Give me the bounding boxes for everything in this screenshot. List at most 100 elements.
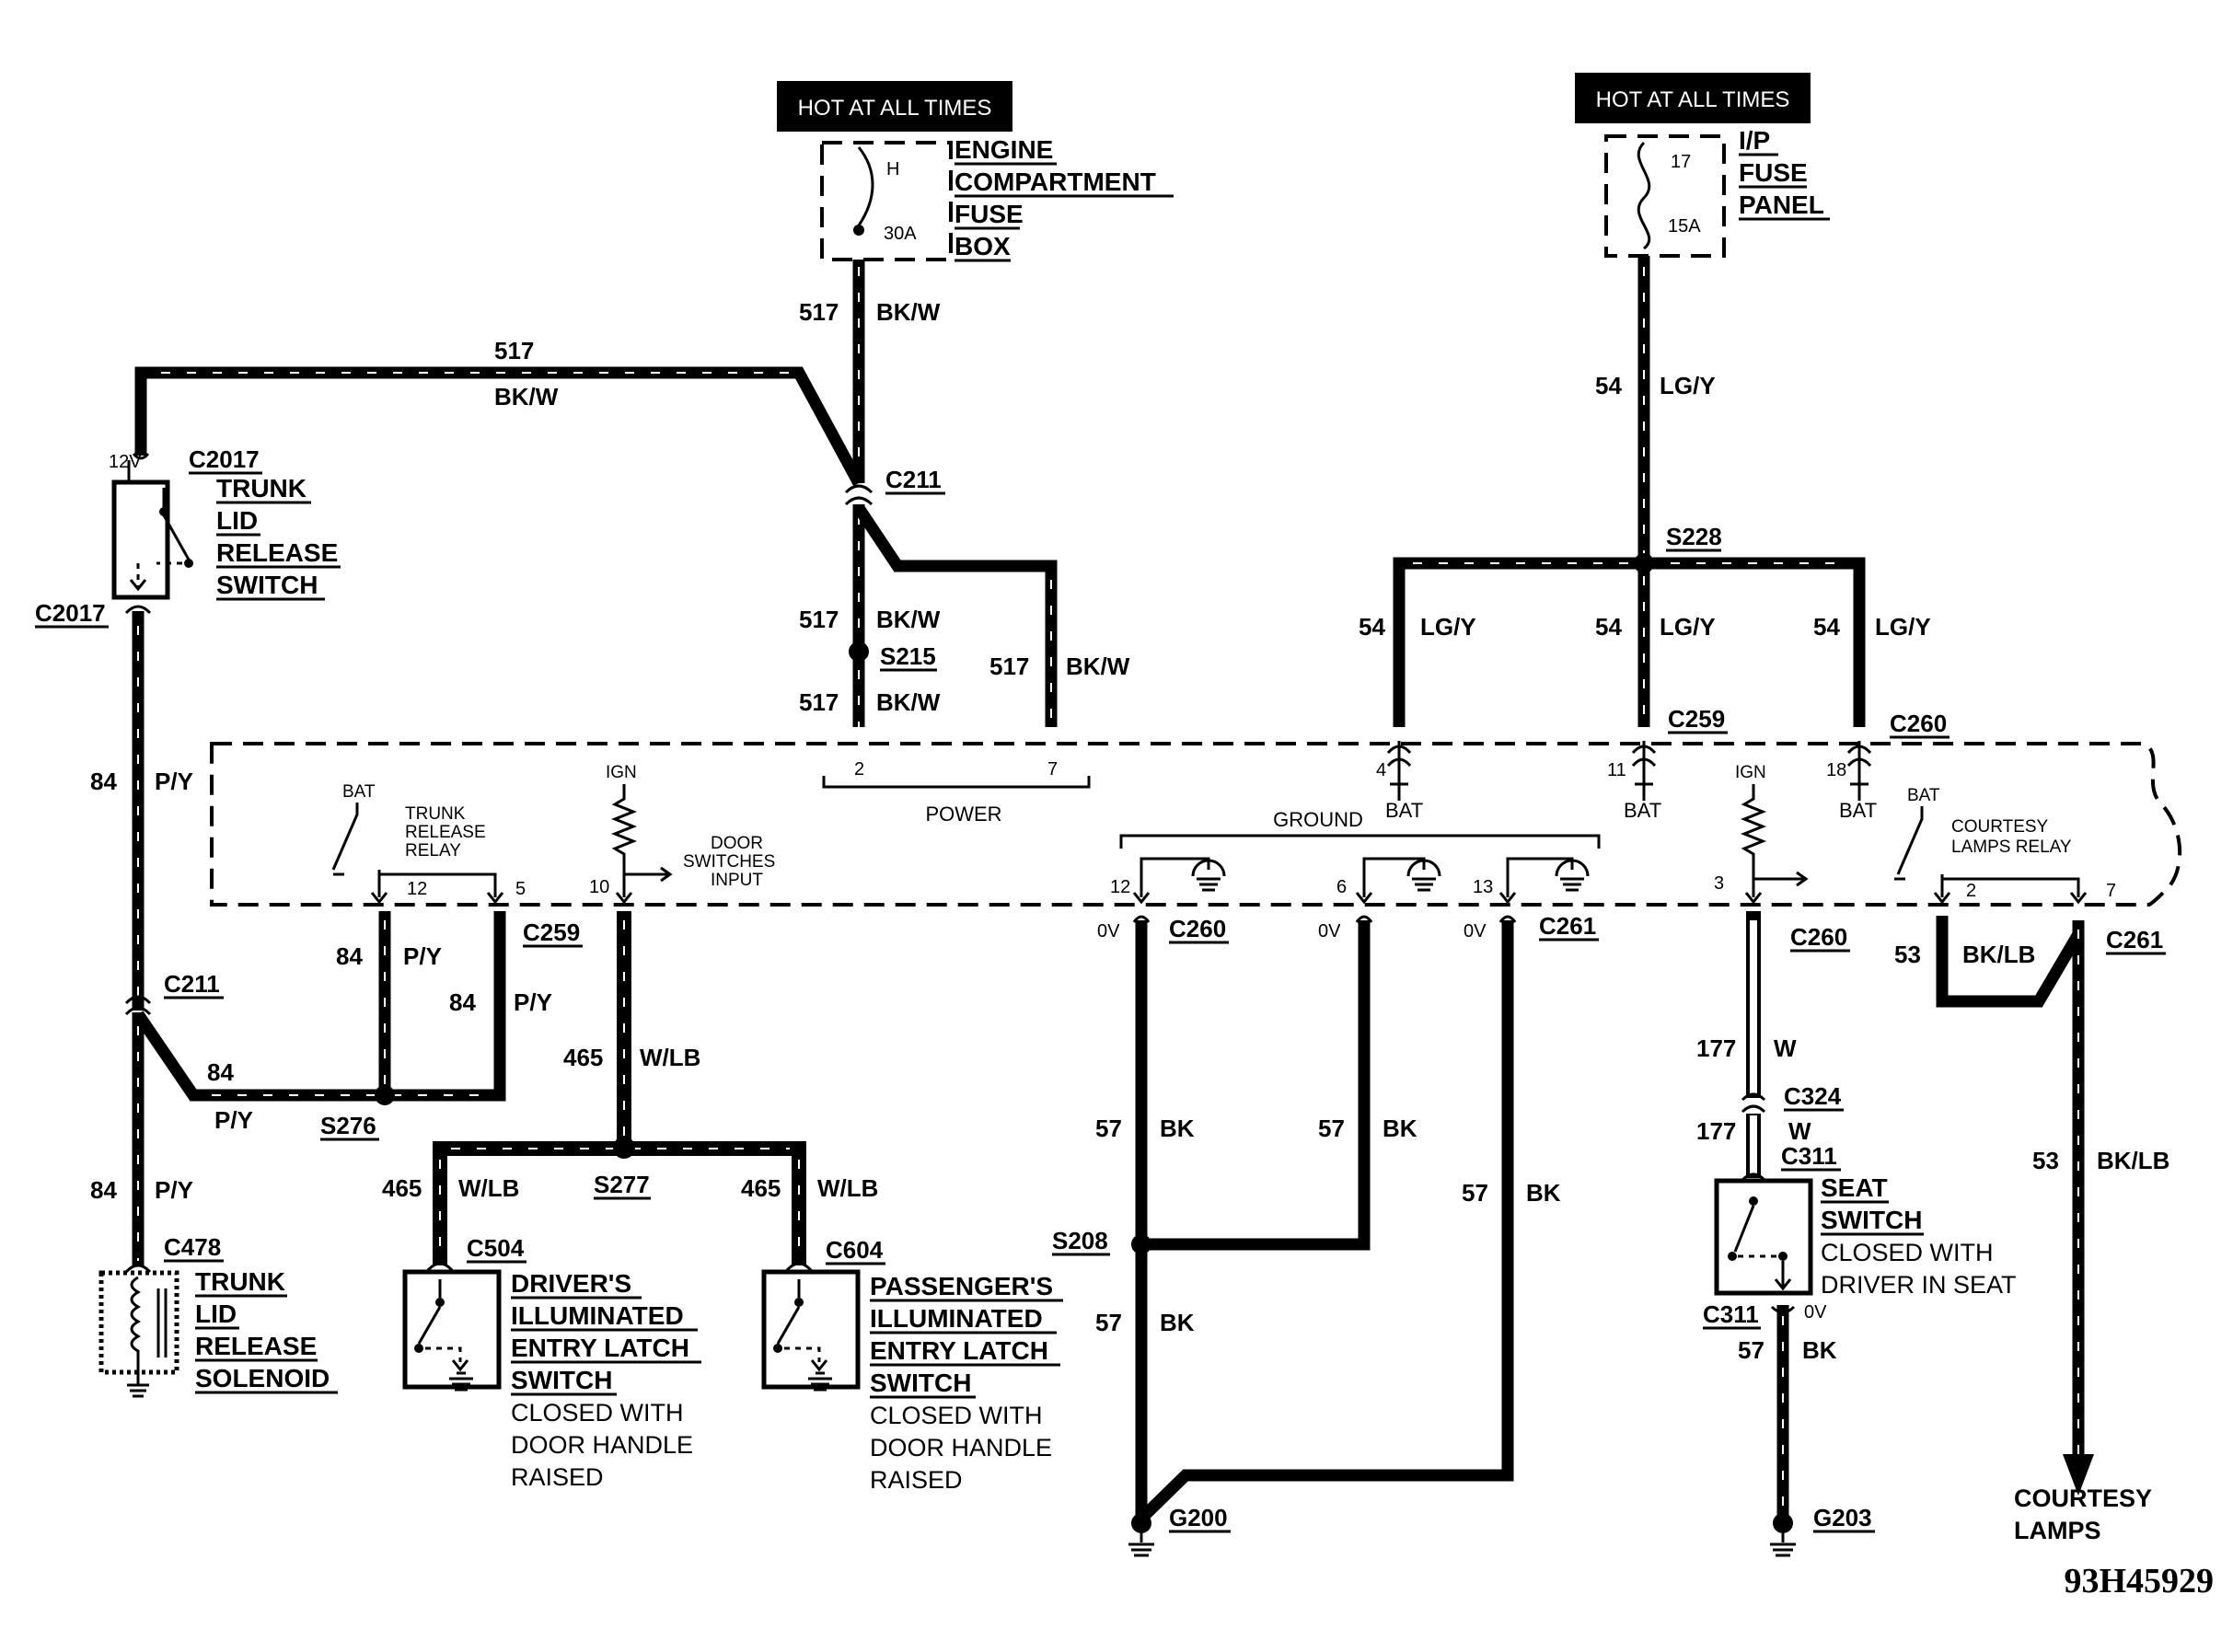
- svg-text:SWITCH: SWITCH: [216, 571, 318, 599]
- driver-latch-switch: C504 DRIVER'S ILLUMINATED ENTRY LATCH SW…: [402, 1234, 701, 1491]
- w465-right-color: W/LB: [817, 1174, 878, 1202]
- engine-hot-banner: [777, 81, 1012, 132]
- svg-text:PANEL: PANEL: [1739, 191, 1824, 219]
- splice-s208: [1131, 1234, 1151, 1254]
- svg-text:LAMPS RELAY: LAMPS RELAY: [1951, 838, 2072, 857]
- wire-57-seat: [1770, 1305, 1796, 1557]
- svg-text:12: 12: [1110, 877, 1130, 897]
- svg-text:7: 7: [2106, 881, 2116, 901]
- w465-left-num: 465: [382, 1174, 422, 1202]
- svg-text:4: 4: [1376, 760, 1386, 780]
- svg-text:ILLUMINATED: ILLUMINATED: [870, 1304, 1043, 1333]
- svg-text:BOX: BOX: [955, 232, 1011, 260]
- svg-text:SWITCH: SWITCH: [870, 1369, 971, 1397]
- figure-id: 93H45929: [2064, 1562, 2214, 1600]
- svg-text:BAT: BAT: [1385, 799, 1423, 822]
- w517-s215-top-color: BK/W: [876, 606, 941, 633]
- w84-d-num: 84: [449, 988, 476, 1016]
- wire-57-c: [1137, 920, 1514, 1523]
- w57-e-num: 57: [1738, 1336, 1764, 1364]
- svg-text:LID: LID: [216, 506, 258, 535]
- v0-b: 0V: [1318, 921, 1341, 942]
- module-grounds: 12 6 13: [1110, 857, 1590, 905]
- splice-s228: [1634, 553, 1654, 573]
- svg-text:5: 5: [515, 879, 526, 899]
- w517-s215-bot-color: BK/W: [876, 688, 941, 716]
- c324-label: C324: [1784, 1082, 1842, 1110]
- svg-text:RELEASE: RELEASE: [195, 1332, 317, 1360]
- svg-text:DOOR: DOOR: [711, 834, 763, 853]
- courtesy-lamps-label-2: LAMPS: [2014, 1517, 2101, 1544]
- svg-text:DOOR HANDLE: DOOR HANDLE: [870, 1434, 1052, 1461]
- w57-a-num: 57: [1095, 1115, 1122, 1142]
- courtesy-arrow: [2063, 1454, 2094, 1496]
- w517-right-num: 517: [989, 653, 1029, 680]
- c260-b-label: C260: [1790, 923, 1847, 951]
- svg-text:C504: C504: [467, 1234, 525, 1262]
- wire-53-group: [1936, 916, 2094, 1496]
- svg-text:BAT: BAT: [1839, 799, 1877, 822]
- c2017-top-label: C2017: [189, 445, 260, 473]
- ground-g203-symbol: [1770, 1533, 1796, 1557]
- svg-text:TRUNK: TRUNK: [195, 1267, 285, 1296]
- wire-57-b: [1141, 920, 1371, 1251]
- svg-text:DRIVER IN SEAT: DRIVER IN SEAT: [1821, 1271, 2017, 1299]
- g200-label: G200: [1169, 1504, 1228, 1531]
- trunk-lid-release-switch: TRUNK LID RELEASE SWITCH: [111, 453, 341, 601]
- svg-text:13: 13: [1473, 877, 1493, 897]
- ip-hot-banner: [1575, 73, 1811, 123]
- svg-text:CLOSED WITH: CLOSED WITH: [511, 1399, 684, 1427]
- seat-switch: SEAT SWITCH CLOSED WITH DRIVER IN SEAT: [1714, 1173, 2017, 1299]
- svg-text:RELAY: RELAY: [405, 841, 461, 861]
- w54-top-color: LG/Y: [1660, 372, 1716, 399]
- power-bracket: [822, 776, 1091, 789]
- svg-text:ENTRY LATCH: ENTRY LATCH: [870, 1336, 1048, 1365]
- wire-54-branches: [1393, 557, 1866, 727]
- engine-fuse-id: H: [886, 159, 899, 179]
- bat-input-11: 11 BAT: [1607, 741, 1661, 822]
- engine-fuse-box: HOT AT ALL TIMES H 30A ENGINE COMPARTMEN…: [777, 81, 1174, 262]
- w54-top-num: 54: [1595, 372, 1622, 399]
- c2017-volts: 12V: [109, 452, 142, 472]
- c259-bot-label: C259: [523, 918, 580, 946]
- splice-s276: [375, 1085, 395, 1105]
- w465-left-color: W/LB: [458, 1174, 519, 1202]
- w465-main-color: W/LB: [640, 1044, 700, 1071]
- s208-label: S208: [1052, 1227, 1108, 1254]
- w54-mid-color: LG/Y: [1660, 613, 1716, 641]
- svg-text:IGN: IGN: [606, 763, 637, 782]
- w84-d-color: P/Y: [514, 988, 552, 1016]
- wire-177-group: [1741, 911, 1766, 1182]
- w57-b-num: 57: [1318, 1115, 1345, 1142]
- w57-d-color: BK: [1160, 1309, 1195, 1336]
- v0-a: 0V: [1097, 921, 1120, 942]
- splice-s215: [849, 641, 869, 662]
- c260-a-label: C260: [1169, 915, 1226, 942]
- w84-e-color: P/Y: [155, 1176, 193, 1204]
- w84-a-color: P/Y: [155, 768, 193, 795]
- svg-text:3: 3: [1714, 873, 1724, 894]
- svg-text:CLOSED WITH: CLOSED WITH: [1821, 1239, 1994, 1266]
- w53-a-color: BK/LB: [1962, 941, 2035, 968]
- bat-input-4: 4 BAT: [1376, 741, 1423, 822]
- pin-7-power: 7: [1047, 759, 1058, 780]
- c211-top-label: C211: [885, 466, 942, 493]
- svg-text:IGN: IGN: [1735, 763, 1766, 782]
- trunk-lid-release-solenoid: C478 TRUNK LID RELEASE SOLENOID: [98, 1233, 338, 1398]
- ip-fuse-label: I/P FUSE PANEL: [1739, 126, 1830, 221]
- w84-a-num: 84: [90, 768, 117, 795]
- pin-2: 2: [854, 759, 864, 780]
- svg-text:ENTRY LATCH: ENTRY LATCH: [511, 1334, 689, 1362]
- s276-label: S276: [320, 1112, 376, 1139]
- w177-b-color: W: [1788, 1117, 1811, 1145]
- w54-left-color: LG/Y: [1420, 613, 1476, 641]
- svg-text:FUSE: FUSE: [1739, 158, 1808, 187]
- c211-left-symbol: [124, 995, 152, 1016]
- w84-c-color: P/Y: [403, 942, 442, 970]
- w84-c-num: 84: [336, 942, 363, 970]
- w517-right-color: BK/W: [1066, 653, 1130, 680]
- wire-84-group: [124, 605, 506, 1265]
- w465-right-num: 465: [741, 1174, 781, 1202]
- ground-g200-dot: [1131, 1513, 1151, 1533]
- w84-b-num: 84: [207, 1058, 234, 1086]
